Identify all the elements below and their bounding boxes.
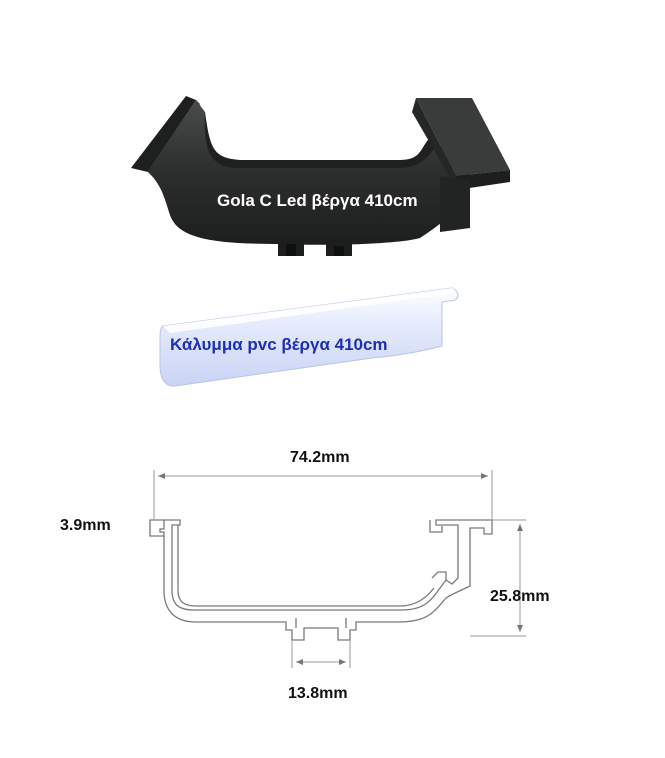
pvc-cover-image [159, 287, 459, 387]
cross-section-drawing [149, 519, 493, 641]
gola-profile-image [131, 96, 510, 256]
width-dimension-label: 74.2mm [290, 449, 350, 466]
dimension-width [153, 470, 493, 520]
height-dimension-label: 25.8mm [490, 588, 550, 605]
channel-dimension-label: 13.8mm [288, 685, 348, 702]
profile-label: Gola C Led βέργα 410cm [217, 191, 418, 210]
lip-dimension-label: 3.9mm [60, 517, 111, 534]
cover-label: Κάλυμμα pvc βέργα 410cm [170, 335, 388, 354]
dimension-height [470, 519, 526, 637]
profile-outline [149, 519, 165, 537]
dimension-channel [291, 640, 351, 668]
